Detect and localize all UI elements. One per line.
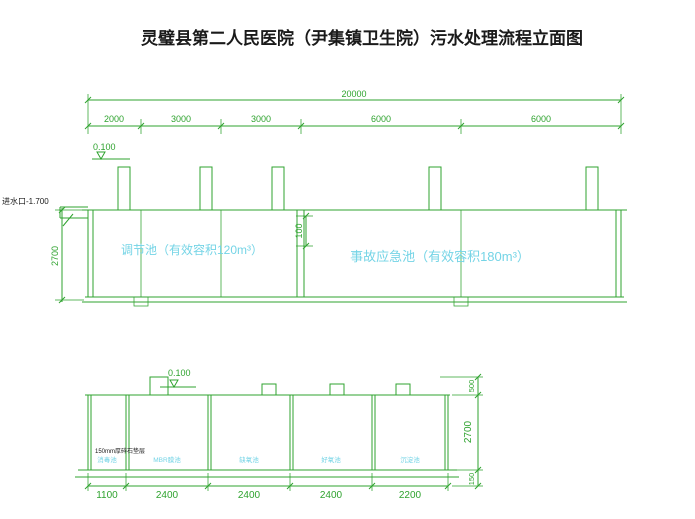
- tank-walls: [87, 210, 622, 297]
- footing-1: [133, 296, 149, 307]
- top-view: 20000 2000 3000 3000 6000 6000 0.100 进水口…: [2, 89, 627, 307]
- dim-label-seg1: 2000: [104, 114, 124, 124]
- chamber5-label: 沉淀池: [400, 455, 420, 464]
- bottom-riser-2: [261, 383, 277, 396]
- tank1-label: 调节池（有效容积120m³）: [121, 242, 263, 257]
- riser-1: [117, 166, 131, 211]
- tank-inner-dividers: [140, 210, 462, 297]
- bottom-dim3: 2400: [238, 490, 261, 501]
- inlet-pipe: [59, 206, 88, 227]
- riser-5: [585, 166, 599, 211]
- right-dim-extensions: [440, 376, 483, 487]
- tank2-label: 事故应急池（有效容积180m³）: [350, 249, 530, 264]
- bottom-tank-walls: [87, 395, 449, 470]
- dim-label-seg3: 3000: [251, 114, 271, 124]
- bottom-riser-3: [329, 383, 345, 396]
- dim-label-seg4: 6000: [371, 114, 391, 124]
- chamber4-label: 好氧池: [321, 455, 341, 464]
- bottom-riser-1: [149, 376, 169, 396]
- elevation-triangle-bottom-icon: [169, 379, 179, 389]
- right-dim-height: 2700: [463, 420, 474, 443]
- chamber1-label: 消毒池: [97, 455, 117, 464]
- dim-ticks-segments: [84, 122, 625, 130]
- dim-ext-wall: [296, 215, 313, 247]
- bottom-dim5: 2200: [399, 490, 422, 501]
- footing-2: [453, 296, 469, 307]
- dim-label-wall: 100: [294, 223, 304, 238]
- right-dim-base: 150: [467, 473, 476, 486]
- dim-label-total: 20000: [341, 89, 366, 99]
- base-note: 150mm厚碎石垫层: [95, 447, 145, 455]
- bottom-dim1: 1100: [96, 490, 118, 501]
- dim-label-seg2: 3000: [171, 114, 191, 124]
- riser-2: [199, 166, 213, 211]
- bottom-view: 0.100 150mm厚碎石垫层 消毒池 MBR膜池 缺氧池 好氧池 沉淀池 1…: [75, 368, 483, 501]
- page-title: 灵璧县第二人民医院（尹集镇卫生院）污水处理流程立面图: [141, 28, 583, 48]
- dim-label-seg5: 6000: [531, 114, 551, 124]
- bottom-dim2: 2400: [156, 490, 179, 501]
- bottom-dim4: 2400: [320, 490, 343, 501]
- dim-label-height-top: 2700: [50, 246, 60, 266]
- bottom-dim-extensions: [87, 473, 449, 491]
- chamber3-label: 缺氧池: [239, 455, 259, 464]
- chamber2-label: MBR膜池: [153, 455, 181, 464]
- riser-4: [428, 166, 442, 211]
- elevation-label-bottom: 0.100: [168, 368, 191, 378]
- dim-ext-height-top: [55, 209, 86, 301]
- riser-3: [271, 166, 285, 211]
- right-dim-riser: 500: [467, 380, 476, 393]
- elevation-label-top: 0.100: [93, 142, 116, 152]
- bottom-riser-4: [395, 383, 411, 396]
- bottom-dim-ticks: [84, 482, 452, 490]
- elevation-triangle-icon: [96, 151, 106, 161]
- right-dim-ticks: [474, 373, 482, 490]
- inlet-label: 进水口-1.700: [2, 196, 49, 206]
